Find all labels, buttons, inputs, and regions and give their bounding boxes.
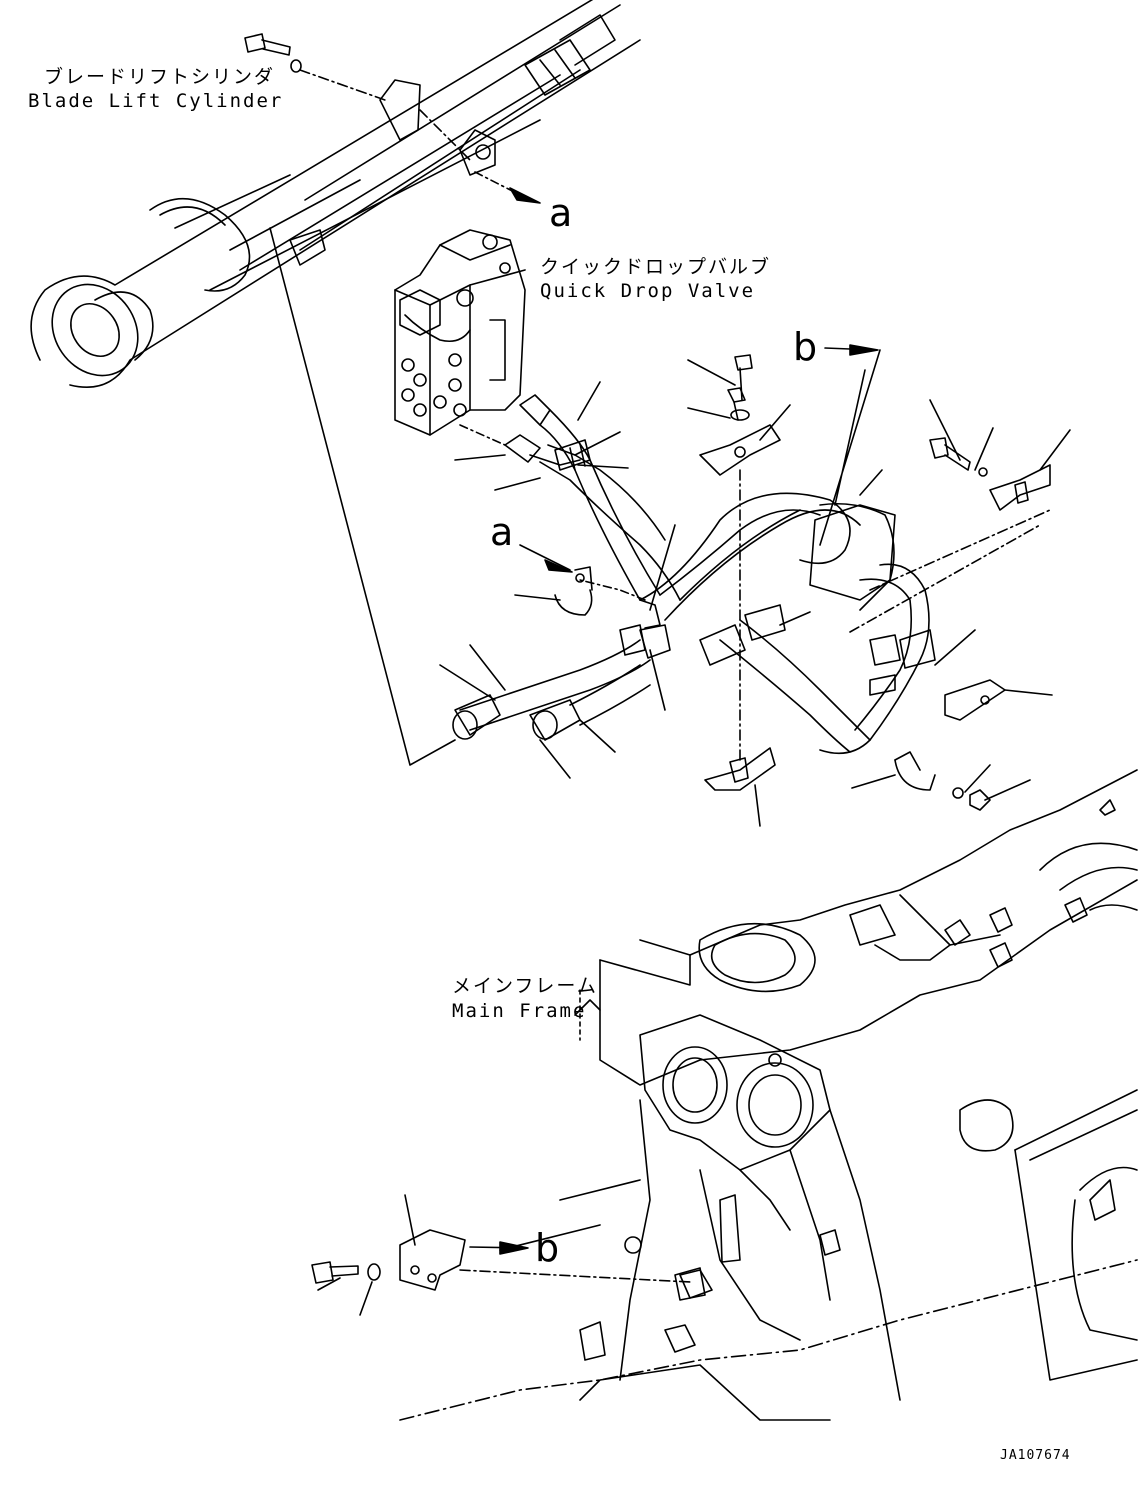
arrow-a-top — [475, 172, 540, 203]
reference-a-top: a — [549, 191, 573, 235]
clamp-right — [945, 680, 1005, 720]
hose-assembly — [453, 395, 935, 753]
clamp-top-plate — [700, 355, 780, 475]
reference-a-mid: a — [490, 510, 514, 554]
bracket-bottom — [312, 1195, 712, 1315]
reference-b-bottom: b — [535, 1226, 560, 1270]
main-frame-label-en: Main Frame — [452, 1000, 587, 1022]
quick-drop-valve-label-en: Quick Drop Valve — [540, 280, 756, 302]
arrow-a-mid — [520, 545, 572, 572]
clamp-left — [555, 567, 592, 615]
arrow-b-top — [825, 345, 878, 355]
drawing-code: JA107674 — [1000, 1448, 1071, 1463]
arrow-b-bottom — [470, 1242, 528, 1254]
blade-lift-cylinder — [31, 0, 640, 392]
blade-lift-cylinder-label-en: Blade Lift Cylinder — [28, 90, 284, 112]
bolt-top-left — [245, 34, 470, 160]
reference-b-top: b — [793, 325, 818, 369]
main-frame — [400, 770, 1137, 1420]
blade-lift-cylinder-label-jp: ブレードリフトシリンダ — [44, 66, 276, 88]
quick-drop-valve-label-jp: クイックドロップバルブ — [540, 256, 772, 278]
main-frame-label-jp: メインフレーム — [452, 975, 598, 997]
quick-drop-valve — [395, 230, 525, 435]
leader-lines — [270, 228, 1070, 826]
clamp-bottom — [705, 748, 990, 810]
clamp-right-top — [930, 438, 1050, 510]
